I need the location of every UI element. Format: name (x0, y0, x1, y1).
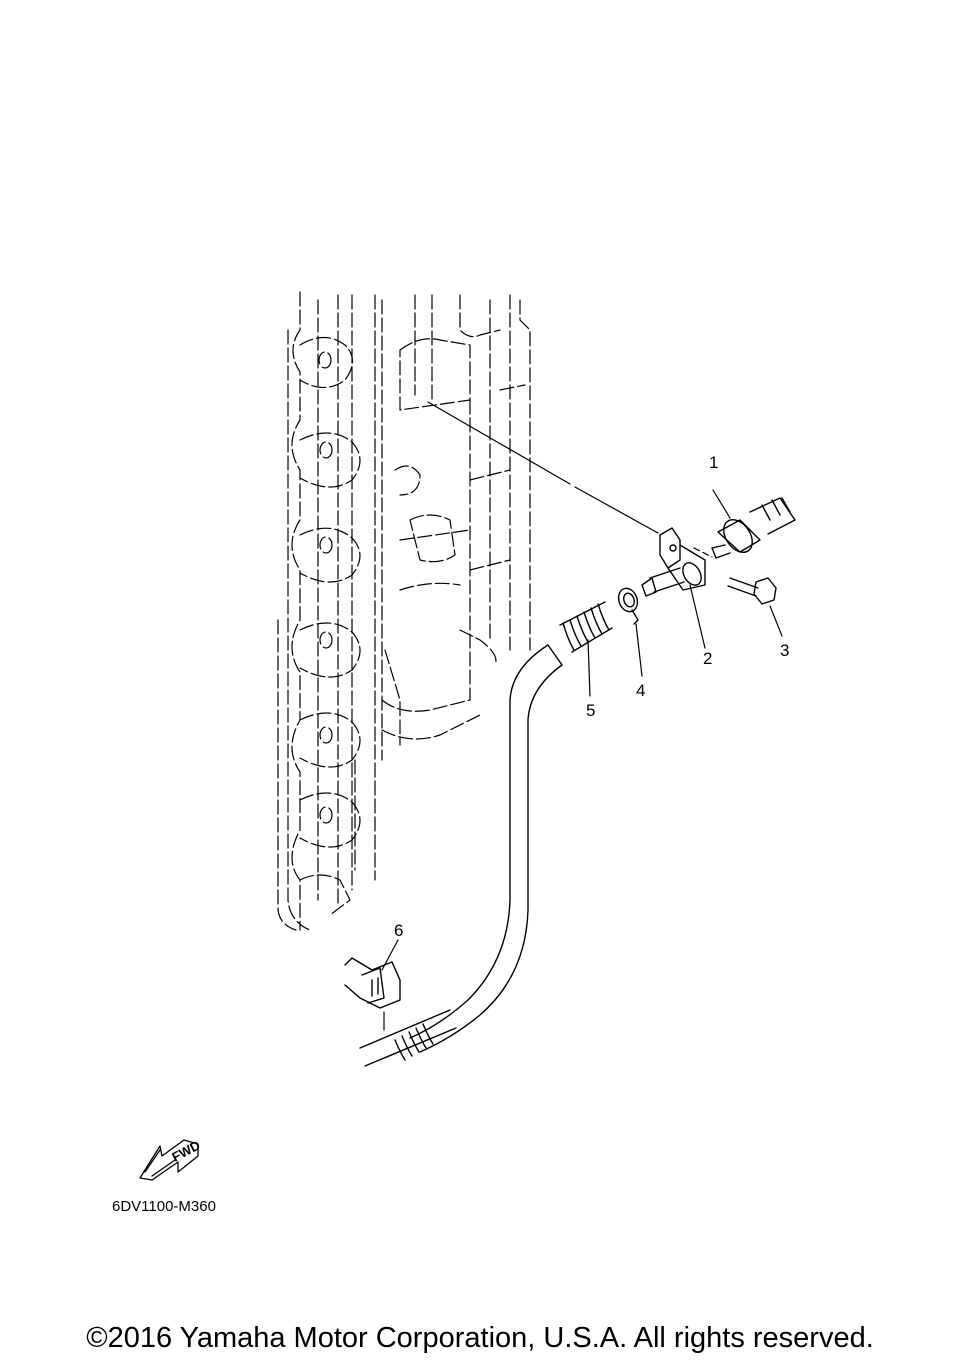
callout-1: 1 (709, 453, 718, 472)
callout-2: 2 (703, 649, 712, 668)
part-3-bolt (727, 577, 777, 605)
part-6-clip (344, 957, 401, 1009)
copyright-notice: ©2016 Yamaha Motor Corporation, U.S.A. A… (86, 1322, 874, 1354)
engine-block-outline (277, 291, 531, 931)
fwd-arrow-icon (139, 1139, 199, 1181)
diagram-code: 6DV1100-M360 (112, 1198, 216, 1215)
callout-3: 3 (780, 641, 789, 660)
part-2-bracket (641, 527, 706, 597)
callout-4: 4 (636, 681, 645, 700)
fwd-label: FWD (169, 1138, 202, 1165)
part-4-clamp (617, 587, 639, 625)
callout-6: 6 (394, 921, 403, 940)
part-5-hose (359, 601, 613, 1067)
callout-5: 5 (586, 701, 595, 720)
part-1-pressure-sensor (711, 497, 796, 559)
assembly-leader-lines (381, 401, 783, 1031)
